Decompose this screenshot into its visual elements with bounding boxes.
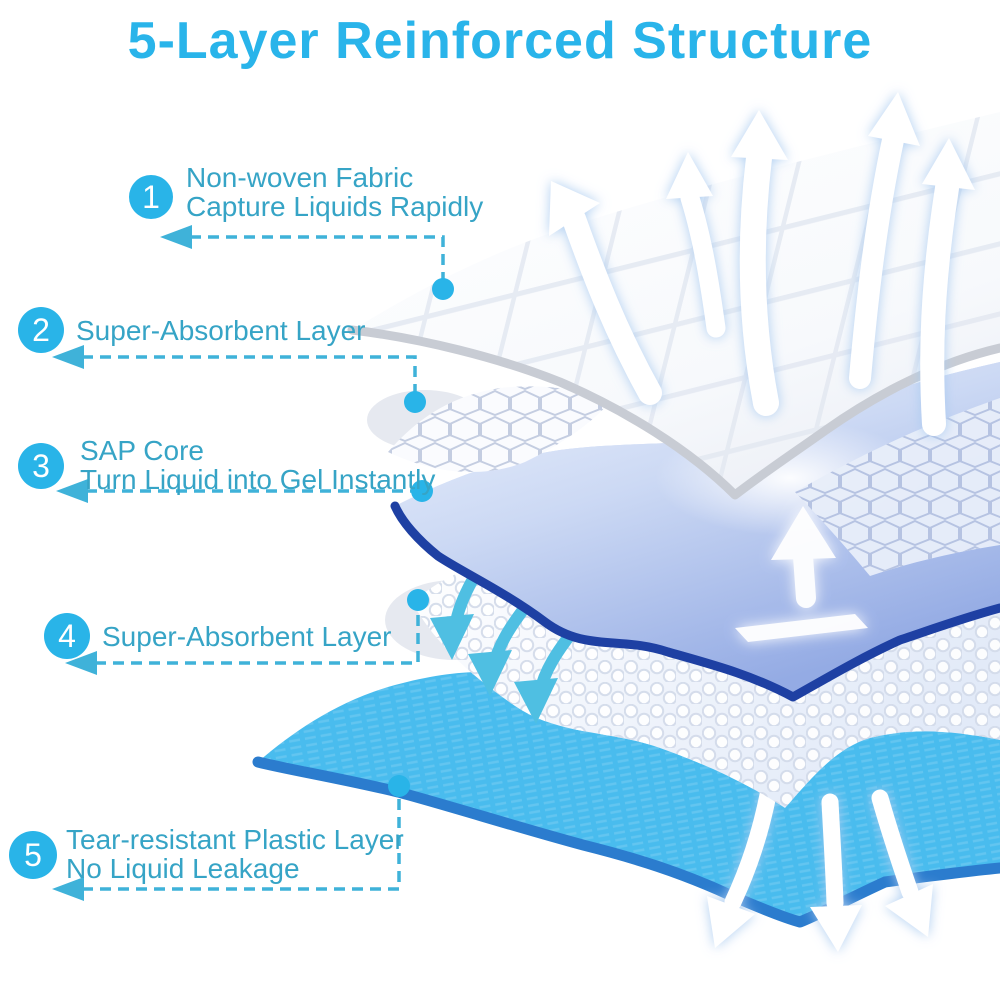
- gel-up-arrow-icon: [735, 506, 868, 642]
- label-4-line-1: Super-Absorbent Layer: [102, 621, 392, 652]
- label-badge-2: 2: [18, 307, 64, 353]
- label-2-line-1: Super-Absorbent Layer: [76, 315, 366, 346]
- connector-dot-5: [388, 775, 410, 797]
- connector-arrowhead-3: [56, 479, 88, 503]
- gel-bar: [735, 614, 868, 642]
- label-5-line-2: No Liquid Leakage: [66, 853, 300, 884]
- leakproof-down-arrows-icon: [707, 786, 933, 952]
- label-1-line-1: Non-woven Fabric: [186, 162, 413, 193]
- page-title: 5-Layer Reinforced Structure: [128, 12, 873, 70]
- label-badge-1: 1: [129, 175, 173, 219]
- layer1-nonwoven-sheet: [347, 112, 1000, 500]
- callout-dots: [388, 278, 454, 797]
- layer2-right-texture: [795, 398, 1000, 576]
- connector-dot-2: [404, 391, 426, 413]
- connector-line-1: [190, 235, 445, 282]
- connector-arrowhead-2: [52, 345, 84, 369]
- label-badge-3: 3: [18, 443, 64, 489]
- badge-number-4: 4: [58, 618, 76, 654]
- connector-arrowhead-5: [52, 877, 84, 901]
- label-3-line-1: SAP Core: [80, 435, 204, 466]
- callout-connectors: [82, 235, 445, 891]
- layer1-quilt-texture: [352, 112, 1000, 495]
- number-badges: 1 2 3 4 5: [9, 175, 173, 879]
- connector-arrowhead-4: [65, 651, 97, 675]
- label-badge-5: 5: [9, 831, 57, 879]
- absorb-arrowheads: [430, 614, 558, 724]
- layer1-grey-edge: [347, 325, 1000, 500]
- callout-arrowheads: [52, 225, 192, 901]
- connector-dot-1: [432, 278, 454, 300]
- label-5-line-1: Tear-resistant Plastic Layer: [66, 824, 404, 855]
- badge-number-3: 3: [32, 448, 50, 484]
- airflow-up-arrows-icon: [549, 92, 975, 436]
- layer2-super-absorbent-sheet: [367, 386, 1000, 576]
- connector-line-5: [82, 792, 401, 891]
- label-3-line-2: Turn Liquid into Gel Instantly: [80, 464, 435, 495]
- connector-dot-4: [407, 589, 429, 611]
- connector-line-4: [95, 606, 420, 665]
- layer2-left-texture: [388, 386, 612, 473]
- badge-number-1: 1: [142, 179, 160, 215]
- badge-number-2: 2: [32, 312, 50, 348]
- layer3-navy-edge: [390, 501, 1000, 702]
- label-badge-4: 4: [44, 613, 90, 659]
- badge-number-5: 5: [24, 837, 42, 873]
- connector-arrowhead-1: [160, 225, 192, 249]
- label-1-line-2: Capture Liquids Rapidly: [186, 191, 483, 222]
- connector-line-2: [82, 355, 417, 396]
- callout-labels: Non-woven Fabric Capture Liquids Rapidly…: [66, 162, 483, 884]
- connector-dot-3: [411, 480, 433, 502]
